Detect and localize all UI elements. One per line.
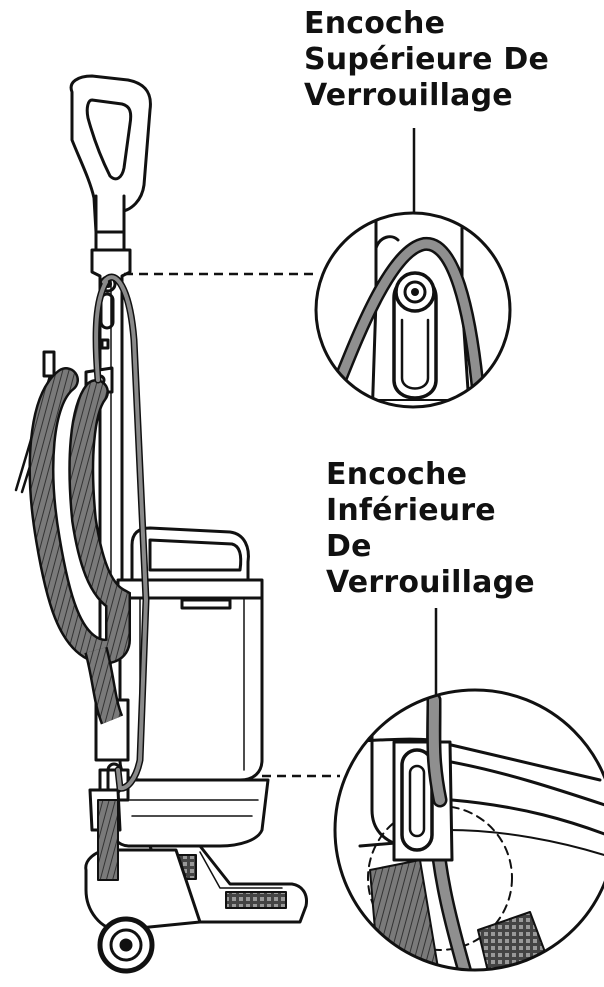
upper-notch-zoom [314, 211, 512, 409]
handle-shaft [94, 194, 126, 252]
lower-notch-label-line-4: Verrouillage [326, 565, 535, 600]
lower-notch-label: Encoche Inférieure De Verrouillage [326, 457, 535, 601]
lower-notch-label-line-1: Encoche [326, 457, 468, 492]
upper-notch-label: Encoche Supérieure De Verrouillage [304, 6, 549, 114]
callout-leaders [124, 128, 438, 778]
vacuum-cleaner [14, 74, 308, 974]
lower-notch-label-line-2: Inférieure [326, 493, 496, 528]
lower-notch-zoom [333, 688, 604, 972]
lower-notch-label-line-3: De [326, 529, 372, 564]
base-body [110, 778, 270, 848]
upper-notch-label-line-3: Verrouillage [304, 78, 513, 113]
hose-lower [97, 799, 119, 881]
upper-notch-label-line-2: Supérieure De [304, 42, 550, 77]
upper-notch-label-line-1: Encoche [304, 6, 446, 41]
